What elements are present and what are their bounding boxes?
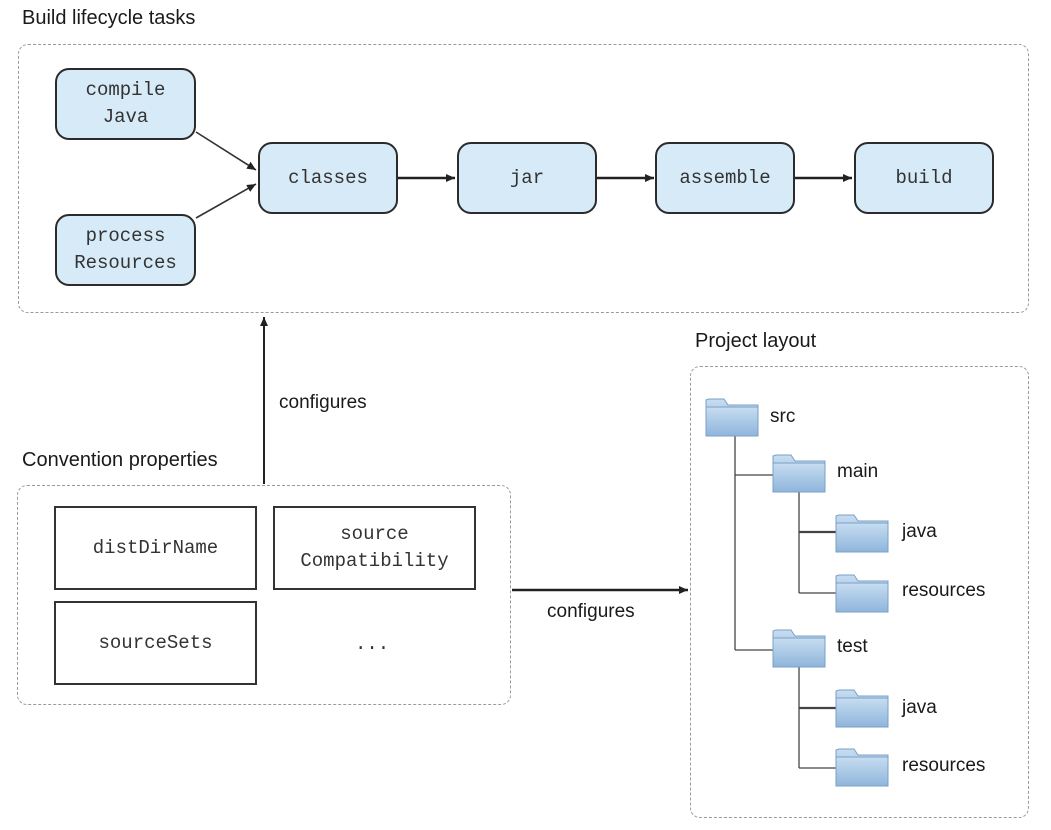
folder-test-resources-label: resources [902, 755, 986, 776]
conventions-title: Convention properties [22, 449, 218, 471]
task-jar: jar [457, 142, 597, 214]
arrow-process-to-classes [195, 183, 257, 219]
lifecycle-group [18, 44, 1029, 313]
folder-icon [835, 514, 889, 553]
property-dist-dir-name: distDirName [54, 506, 257, 590]
folder-main-label: main [837, 461, 879, 482]
task-compile-java: compile Java [55, 68, 196, 140]
task-build: build [854, 142, 994, 214]
folder-src-label: src [770, 406, 796, 427]
folder-test-java-label: java [902, 697, 937, 718]
task-classes: classes [258, 142, 398, 214]
folder-icon [835, 574, 889, 613]
property-source-compatibility: source Compatibility [273, 506, 476, 590]
arrow-compile-to-classes [195, 131, 257, 171]
conventions-group [17, 485, 511, 705]
lifecycle-title: Build lifecycle tasks [22, 7, 196, 29]
configures-up-label: configures [279, 392, 367, 413]
task-assemble: assemble [655, 142, 795, 214]
folder-icon [772, 629, 826, 668]
project-layout-title: Project layout [695, 330, 817, 352]
property-ellipsis: ... [355, 633, 390, 655]
configures-right-label: configures [547, 601, 635, 622]
folder-icon [772, 454, 826, 493]
project-layout-group [690, 366, 1029, 818]
folder-icon [835, 689, 889, 728]
folder-icon [705, 398, 759, 437]
tree-lines [734, 436, 836, 769]
folder-main-java-label: java [902, 521, 937, 542]
folder-main-resources-label: resources [902, 580, 986, 601]
property-source-sets: sourceSets [54, 601, 257, 685]
task-process-resources: process Resources [55, 214, 196, 286]
folder-test-label: test [837, 636, 868, 657]
folder-icon [835, 748, 889, 787]
